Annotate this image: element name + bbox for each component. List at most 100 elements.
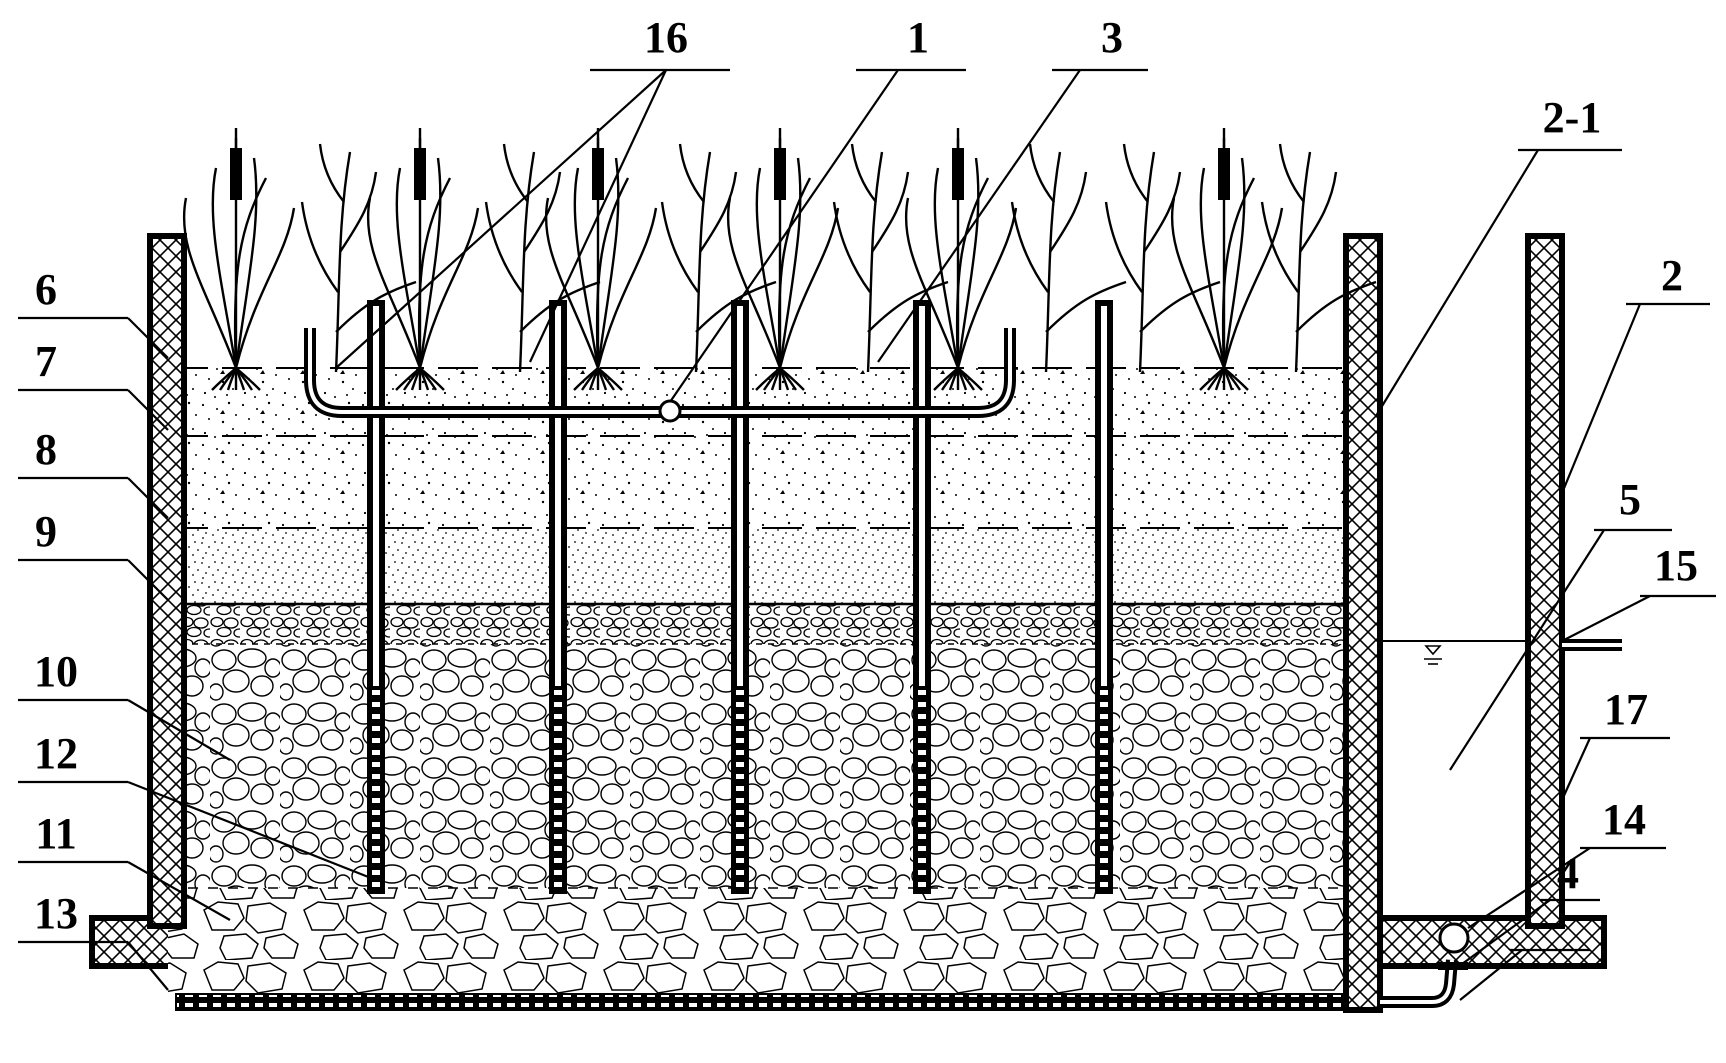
perforation: [372, 882, 380, 887]
perforation: [1100, 810, 1108, 815]
label-12: 12: [34, 729, 78, 778]
cattail-plant: [544, 128, 658, 391]
perforation: [372, 738, 380, 743]
leaf: [418, 157, 442, 369]
vertical-pipe: [731, 300, 749, 894]
label-15: 15: [1654, 541, 1698, 590]
root: [957, 367, 983, 391]
perforation: [554, 786, 562, 791]
valve-14: [1438, 962, 1468, 970]
reed-leaf: [502, 143, 529, 203]
perforation: [1100, 858, 1108, 863]
perforation: [736, 738, 744, 743]
leaf: [1222, 207, 1284, 369]
reed-leaf: [339, 171, 378, 253]
reed-leaf: [1260, 201, 1299, 293]
cattail-plant: [904, 128, 1018, 391]
perforation: [1100, 774, 1108, 779]
reed-leaf: [871, 171, 910, 253]
leaf: [182, 197, 238, 369]
label-5: 5: [1619, 475, 1641, 524]
leaf: [956, 157, 980, 369]
perforation: [736, 774, 744, 779]
perforation: [372, 726, 380, 731]
perforation: [736, 798, 744, 803]
cattail-spike: [774, 148, 786, 200]
perforation: [918, 774, 926, 779]
float-17: [1438, 922, 1470, 954]
cattail-spike: [1218, 148, 1230, 200]
perforation: [372, 702, 380, 707]
perforation: [1100, 714, 1108, 719]
reed-leaf: [695, 280, 777, 333]
perforation: [736, 750, 744, 755]
vertical-pipe: [367, 300, 385, 894]
reed-plant: [832, 143, 949, 373]
perforation: [736, 726, 744, 731]
cattail-spike: [952, 148, 964, 200]
perforation: [918, 702, 926, 707]
perforation: [554, 762, 562, 767]
perforation: [918, 690, 926, 695]
perforation: [736, 690, 744, 695]
reed-leaf: [1139, 280, 1221, 333]
leaf: [1199, 167, 1226, 369]
perforation: [372, 858, 380, 863]
root: [419, 367, 445, 391]
perforation: [736, 882, 744, 887]
perforation: [918, 786, 926, 791]
label-10: 10: [34, 647, 78, 696]
perforation: [918, 882, 926, 887]
bottom-collector-pipe: [175, 993, 1347, 1011]
perforation: [554, 798, 562, 803]
perforation: [736, 870, 744, 875]
perforation: [554, 738, 562, 743]
perforation: [1100, 834, 1108, 839]
layer-11-stones: [168, 888, 1346, 994]
reed-leaf: [1295, 280, 1377, 333]
perforation: [1100, 870, 1108, 875]
perforation: [554, 810, 562, 815]
perforation: [736, 702, 744, 707]
left-wall: [147, 233, 187, 929]
vertical-pipes: [367, 300, 1113, 894]
label-11: 11: [35, 809, 77, 858]
perforation: [736, 810, 744, 815]
perforation: [372, 870, 380, 875]
label-2: 2: [1661, 251, 1683, 300]
perforation: [918, 798, 926, 803]
perforation: [554, 846, 562, 851]
perforation: [918, 822, 926, 827]
perforation: [554, 726, 562, 731]
leaf: [778, 207, 840, 369]
reed-leaf: [1010, 201, 1049, 293]
perforation: [554, 714, 562, 719]
root: [597, 367, 623, 391]
reed-leaf: [1045, 280, 1127, 333]
perforation: [372, 810, 380, 815]
leaf: [596, 157, 620, 369]
root: [1223, 367, 1249, 391]
pipe-bore: [1101, 306, 1107, 686]
perforation: [1100, 726, 1108, 731]
vertical-pipe: [1095, 300, 1113, 894]
cattail-spike: [592, 148, 604, 200]
perforation: [372, 714, 380, 719]
vertical-pipe: [913, 300, 931, 894]
perforation: [918, 810, 926, 815]
layer-6-soil: [168, 368, 1346, 436]
perforation: [1100, 762, 1108, 767]
reed-leaf: [1049, 171, 1088, 253]
perforation: [918, 762, 926, 767]
distribution-pipe-1: [304, 328, 1016, 423]
perforation: [1100, 690, 1108, 695]
label-14: 14: [1602, 795, 1646, 844]
reed-stem: [866, 151, 884, 373]
leaf: [904, 197, 960, 369]
leaf: [596, 207, 658, 369]
label-16: 16: [644, 13, 688, 62]
label-7: 7: [35, 337, 57, 386]
reed-plant: [660, 143, 777, 373]
perforation: [372, 786, 380, 791]
